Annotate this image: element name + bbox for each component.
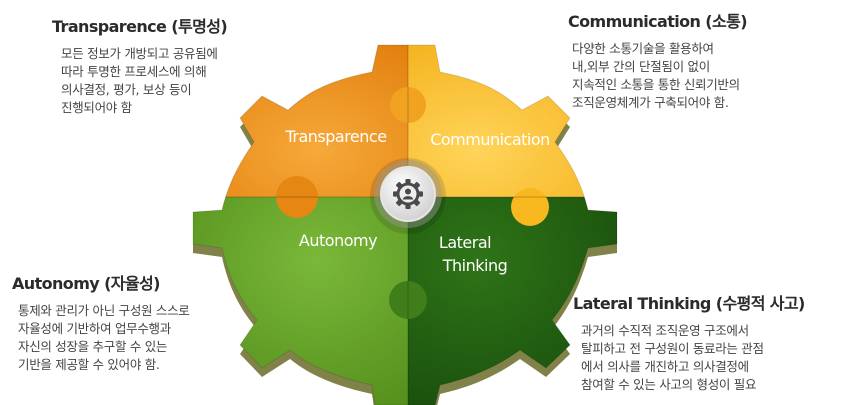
autonomy-heading: Autonomy (자율성) — [12, 274, 160, 293]
gear-person-icon — [393, 179, 423, 209]
label-autonomy: Autonomy — [299, 231, 377, 250]
description-line: 지속적인 소통을 통한 신뢰기반의 — [572, 77, 740, 92]
center-hub — [370, 158, 446, 234]
label-lateral-line2: Thinking — [442, 256, 508, 275]
lateral-thinking-description: 과거의 수직적 조직운영 구조에서 탈피하고 전 구성원이 동료라는 관점 에서… — [581, 322, 805, 394]
description-line: 자율성에 기반하여 업무수행과 — [18, 321, 171, 336]
description-line: 참여할 수 있는 사고의 형성이 필요 — [581, 377, 757, 392]
description-line: 자신의 성장을 추구할 수 있는 — [18, 339, 168, 354]
transparence-block: Transparence (투명성) 모든 정보가 개방되고 공유됨에 따라 투… — [52, 13, 228, 117]
description-line: 에서 의사를 개진하고 의사결정에 — [581, 359, 749, 374]
description-line: 기반을 제공할 수 있어야 함. — [18, 357, 160, 372]
puzzle-knob — [390, 87, 426, 123]
description-line: 조직운영체계가 구축되어야 함. — [572, 95, 729, 110]
quadrant-autonomy — [193, 197, 408, 405]
puzzle-knob — [389, 281, 427, 319]
description-line: 과거의 수직적 조직운영 구조에서 — [581, 323, 749, 338]
label-communication: Communication — [430, 130, 550, 149]
description-line: 탈피하고 전 구성원이 동료라는 관점 — [581, 341, 764, 356]
lateral-thinking-block: Lateral Thinking (수평적 사고) 과거의 수직적 조직운영 구… — [573, 290, 805, 394]
communication-heading: Communication (소통) — [568, 12, 748, 31]
description-line: 통제와 관리가 아닌 구성원 스스로 — [18, 303, 190, 318]
description-line: 의사결정, 평가, 보상 등이 — [61, 82, 192, 97]
description-line: 진행되어야 함 — [61, 100, 132, 115]
transparence-heading: Transparence (투명성) — [52, 17, 228, 36]
description-line: 따라 투명한 프로세스에 의해 — [61, 64, 207, 79]
communication-description: 다양한 소통기술을 활용하여 내,외부 간의 단절됨이 없이 지속적인 소통을 … — [572, 40, 747, 112]
puzzle-knob — [276, 176, 318, 218]
label-transparence: Transparence — [284, 127, 386, 146]
description-line: 모든 정보가 개방되고 공유됨에 — [61, 46, 218, 61]
communication-block: Communication (소통) 다양한 소통기술을 활용하여 내,외부 간… — [568, 8, 748, 112]
puzzle-knob — [511, 188, 549, 226]
description-line: 내,외부 간의 단절됨이 없이 — [572, 59, 710, 74]
transparence-description: 모든 정보가 개방되고 공유됨에 따라 투명한 프로세스에 의해 의사결정, 평… — [61, 45, 227, 117]
lateral-thinking-heading: Lateral Thinking (수평적 사고) — [573, 294, 805, 313]
autonomy-block: Autonomy (자율성) 통제와 관리가 아닌 구성원 스스로 자율성에 기… — [12, 270, 190, 374]
autonomy-description: 통제와 관리가 아닌 구성원 스스로 자율성에 기반하여 업무수행과 자신의 성… — [18, 302, 190, 374]
description-line: 다양한 소통기술을 활용하여 — [572, 41, 714, 56]
label-lateral-line1: Lateral — [439, 233, 491, 252]
